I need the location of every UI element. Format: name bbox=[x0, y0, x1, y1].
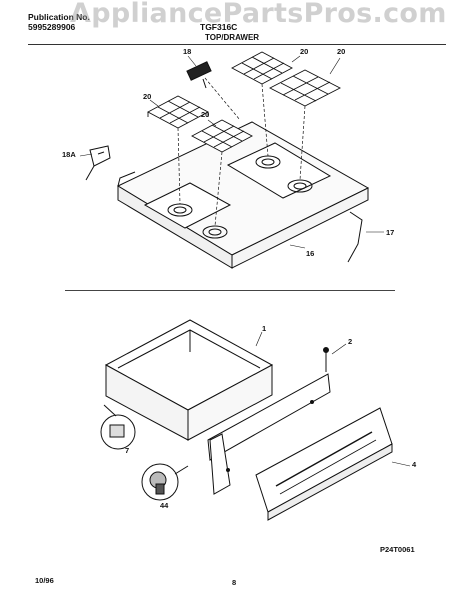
part-4-drawer-front bbox=[255, 407, 393, 521]
callout-44: 44 bbox=[160, 501, 169, 510]
callout-16: 16 bbox=[306, 249, 315, 258]
callout-20-right: 20 bbox=[337, 47, 346, 56]
burner-front-right bbox=[202, 225, 228, 239]
callout-17: 17 bbox=[386, 228, 395, 237]
grate-left bbox=[147, 95, 209, 129]
cooktop-top-surface bbox=[116, 121, 370, 256]
callout-20-center: 20 bbox=[201, 110, 210, 119]
callout-7: 7 bbox=[125, 446, 130, 455]
publication-number: 5995289906 bbox=[28, 22, 76, 32]
callout-18: 18 bbox=[183, 47, 192, 56]
callout-18a: 18A bbox=[62, 150, 76, 159]
title-divider bbox=[28, 44, 446, 45]
page-number: 8 bbox=[232, 578, 237, 587]
section-title: TOP/DRAWER bbox=[205, 33, 260, 42]
burner-front-right-2 bbox=[287, 179, 313, 193]
figure-code: P24T0061 bbox=[380, 545, 415, 554]
part-7-detail bbox=[100, 404, 136, 450]
callout-20-left: 20 bbox=[143, 92, 152, 101]
callout-4: 4 bbox=[412, 460, 417, 469]
section-divider bbox=[65, 290, 395, 291]
part-17-rod bbox=[347, 211, 363, 263]
cooktop-side-panel bbox=[231, 187, 369, 269]
callout-20-top: 20 bbox=[300, 47, 309, 56]
part-18-switch bbox=[186, 61, 212, 89]
callout-2: 2 bbox=[348, 337, 353, 346]
watermark: AppliancePartsPros.com bbox=[70, 0, 447, 29]
model-code: TGF316C bbox=[200, 22, 238, 32]
grate-center bbox=[191, 119, 253, 153]
grate-top-right bbox=[231, 51, 293, 85]
footer-date: 10/96 bbox=[35, 576, 54, 585]
part-18a-bracket bbox=[85, 145, 111, 181]
part-2-bracket bbox=[207, 347, 331, 495]
callout-1: 1 bbox=[262, 324, 267, 333]
drawer-box-side bbox=[187, 364, 273, 441]
publication-label: Publication No. bbox=[28, 12, 90, 22]
part-44-detail bbox=[141, 463, 189, 501]
grate-far-right bbox=[269, 69, 341, 107]
cooktop-rear-rail bbox=[117, 171, 136, 187]
